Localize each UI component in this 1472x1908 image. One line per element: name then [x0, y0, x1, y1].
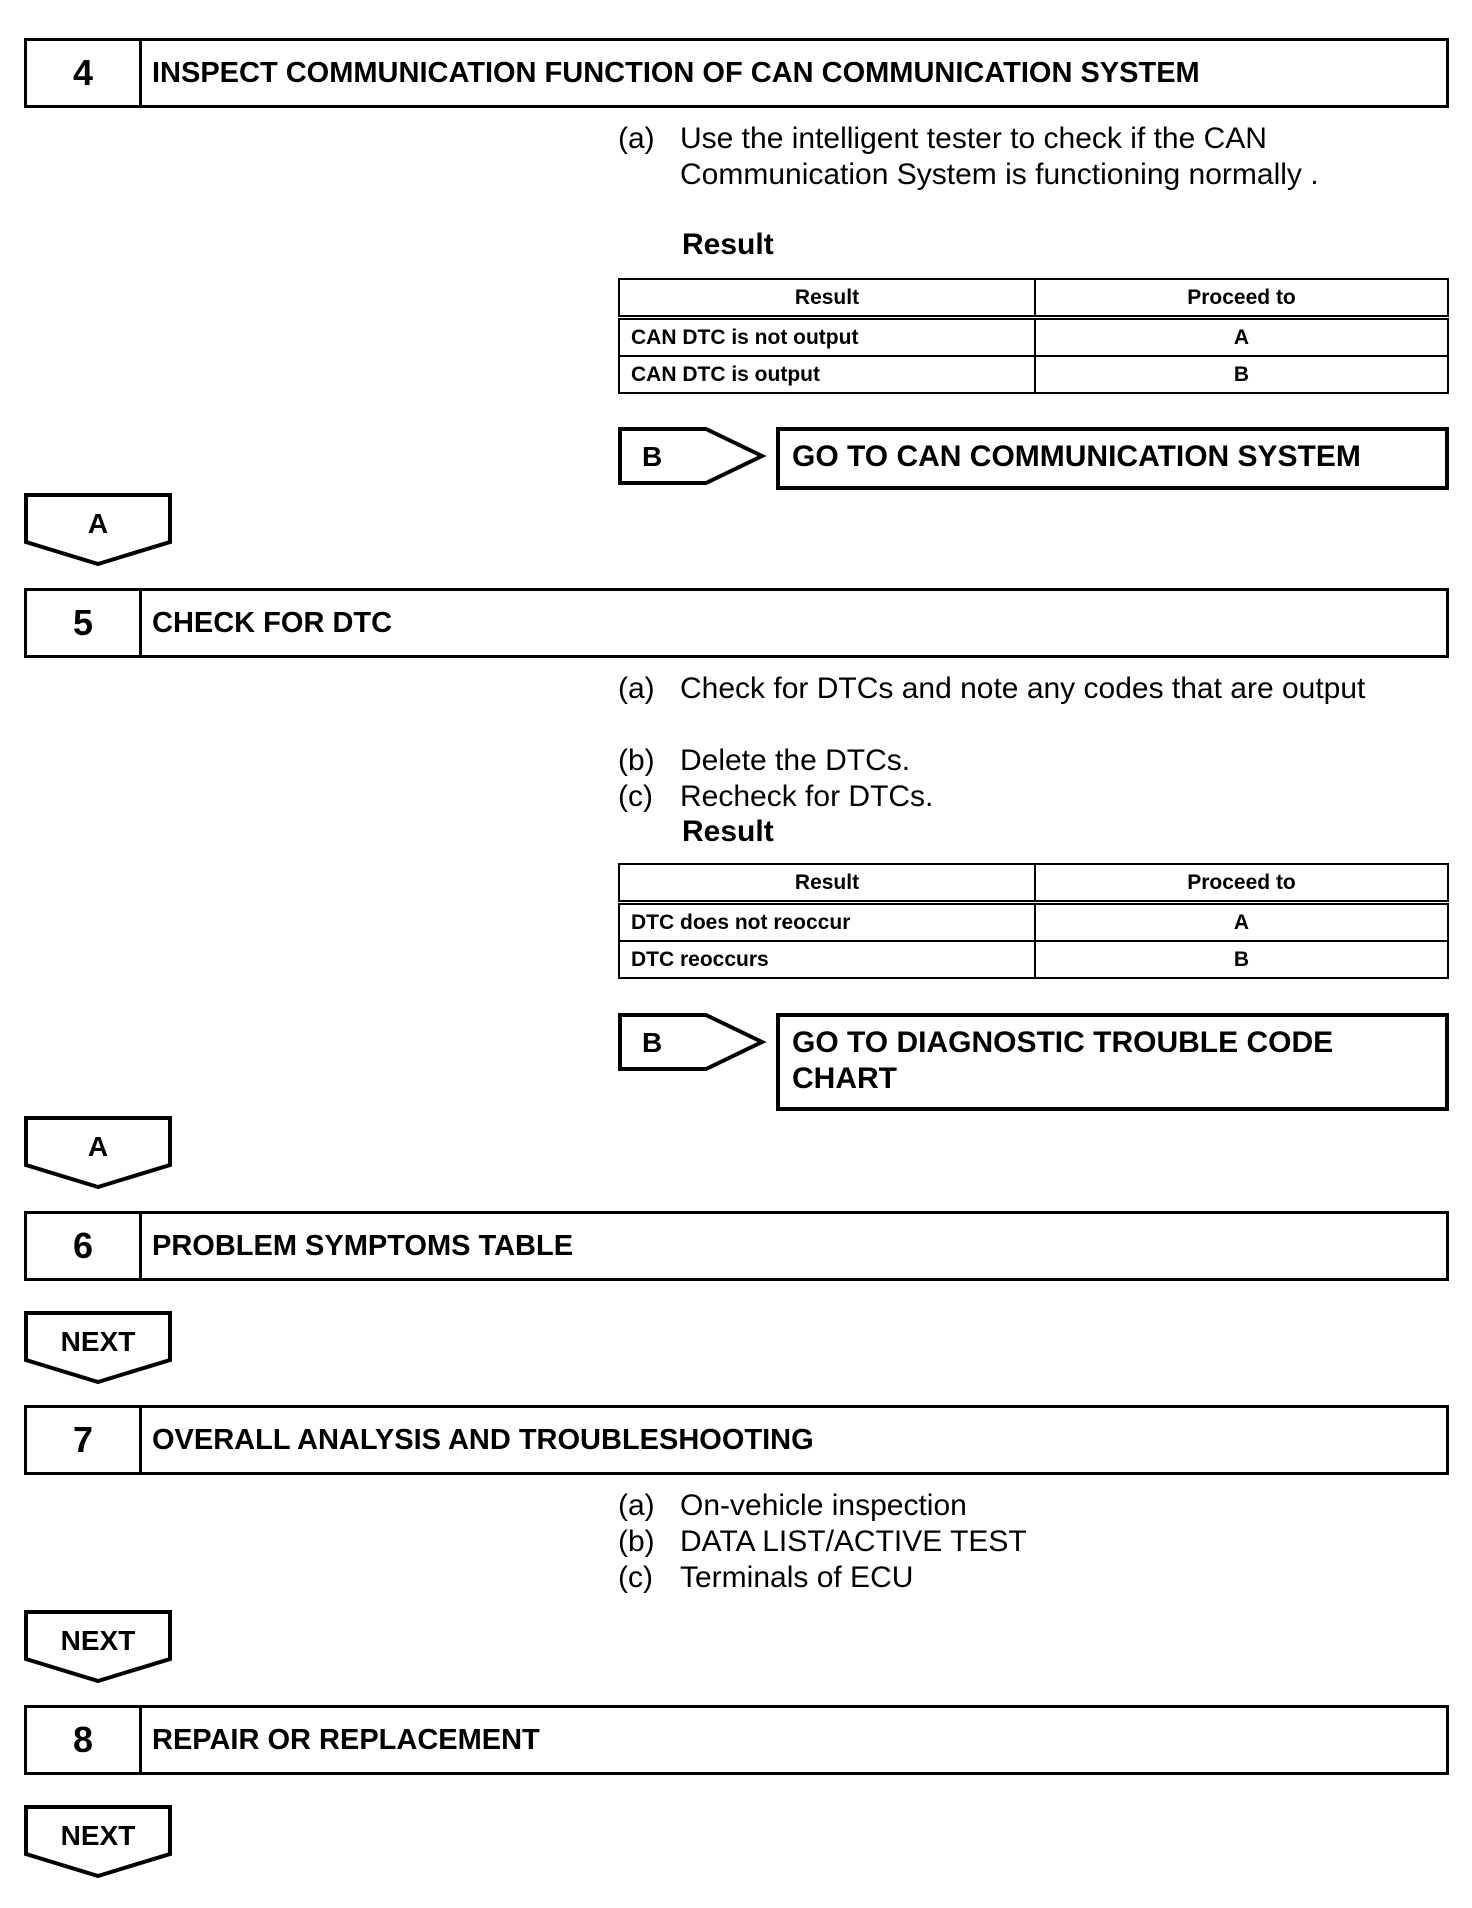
- step-title: CHECK FOR DTC: [152, 606, 393, 639]
- step-4-item-a: (a) Use the intelligent tester to check …: [618, 121, 1319, 193]
- result-table: Result Proceed to DTC does not reoccur A…: [618, 863, 1449, 979]
- step-5-item-a: (a) Check for DTCs and note any codes th…: [618, 671, 1365, 707]
- next-arrow[interactable]: NEXT: [24, 1805, 172, 1878]
- table-row: CAN DTC is output B: [618, 355, 1449, 394]
- step-title: REPAIR OR REPLACEMENT: [152, 1723, 540, 1756]
- item-text: Recheck for DTCs.: [680, 780, 934, 813]
- result-label: Result: [682, 228, 774, 261]
- table-cell: CAN DTC is output: [618, 355, 1036, 394]
- item-text-line2: Communication System is functioning norm…: [680, 158, 1319, 191]
- item-label: (c): [618, 780, 653, 813]
- next-a-arrow[interactable]: A: [24, 1116, 172, 1189]
- step-title: PROBLEM SYMPTOMS TABLE: [152, 1229, 574, 1262]
- step-6-header: 6 PROBLEM SYMPTOMS TABLE: [24, 1211, 1449, 1281]
- step-7-item-c: (c) Terminals of ECU: [618, 1560, 913, 1596]
- step-number: 8: [27, 1708, 142, 1772]
- goto-text-line2: CHART: [792, 1062, 897, 1095]
- table-cell: DTC does not reoccur: [618, 901, 1036, 942]
- next-a-arrow[interactable]: A: [24, 493, 172, 566]
- table-cell: A: [1034, 901, 1449, 942]
- table-cell: A: [1034, 316, 1449, 357]
- table-cell: B: [1034, 940, 1449, 979]
- table-header-row: Result Proceed to: [618, 278, 1449, 320]
- next-label: NEXT: [61, 1820, 136, 1851]
- step-number: 4: [27, 41, 142, 105]
- step-title: OVERALL ANALYSIS AND TROUBLESHOOTING: [152, 1423, 814, 1456]
- item-text: On-vehicle inspection: [680, 1489, 967, 1522]
- table-row: DTC reoccurs B: [618, 940, 1449, 979]
- branch-label: B: [642, 1027, 662, 1058]
- step-8-header: 8 REPAIR OR REPLACEMENT: [24, 1705, 1449, 1775]
- step-title: INSPECT COMMUNICATION FUNCTION OF CAN CO…: [152, 56, 1200, 89]
- step-5-item-b: (b) Delete the DTCs.: [618, 743, 910, 779]
- item-text: Delete the DTCs.: [680, 744, 911, 777]
- table-header: Result: [618, 278, 1036, 320]
- result-table: Result Proceed to CAN DTC is not output …: [618, 278, 1449, 394]
- item-text: Terminals of ECU: [680, 1561, 914, 1594]
- next-label: A: [88, 508, 108, 539]
- table-header: Proceed to: [1034, 863, 1449, 905]
- item-text: DATA LIST/ACTIVE TEST: [680, 1525, 1027, 1558]
- item-label: (b): [618, 1525, 655, 1558]
- item-label: (a): [618, 122, 655, 155]
- branch-b-arrow[interactable]: B: [618, 427, 768, 485]
- item-label: (c): [618, 1561, 653, 1594]
- step-5-header: 5 CHECK FOR DTC: [24, 588, 1449, 658]
- goto-dtc-chart-box[interactable]: GO TO DIAGNOSTIC TROUBLE CODE CHART: [776, 1013, 1449, 1111]
- step-7-item-a: (a) On-vehicle inspection: [618, 1488, 967, 1524]
- table-header: Result: [618, 863, 1036, 905]
- step-number: 7: [27, 1408, 142, 1472]
- branch-b-arrow[interactable]: B: [618, 1013, 768, 1071]
- step-5-item-c: (c) Recheck for DTCs.: [618, 779, 933, 815]
- item-text-line1: Use the intelligent tester to check if t…: [680, 122, 1267, 155]
- item-label: (a): [618, 672, 655, 705]
- table-header: Proceed to: [1034, 278, 1449, 320]
- table-cell: B: [1034, 355, 1449, 394]
- item-label: (b): [618, 744, 655, 777]
- next-label: NEXT: [61, 1625, 136, 1656]
- goto-can-communication-box[interactable]: GO TO CAN COMMUNICATION SYSTEM: [776, 427, 1449, 490]
- goto-text: GO TO CAN COMMUNICATION SYSTEM: [792, 440, 1361, 473]
- item-text: Use the intelligent tester to check if t…: [680, 121, 1319, 193]
- next-label: A: [88, 1131, 108, 1162]
- item-text: Check for DTCs and note any codes that a…: [680, 672, 1366, 705]
- table-cell: CAN DTC is not output: [618, 316, 1036, 357]
- next-arrow[interactable]: NEXT: [24, 1610, 172, 1683]
- table-row: CAN DTC is not output A: [618, 316, 1449, 357]
- result-label: Result: [682, 815, 774, 848]
- next-label: NEXT: [61, 1326, 136, 1357]
- table-cell: DTC reoccurs: [618, 940, 1036, 979]
- branch-label: B: [642, 441, 662, 472]
- goto-text-line1: GO TO DIAGNOSTIC TROUBLE CODE: [792, 1026, 1334, 1059]
- step-7-header: 7 OVERALL ANALYSIS AND TROUBLESHOOTING: [24, 1405, 1449, 1475]
- table-row: DTC does not reoccur A: [618, 901, 1449, 942]
- step-4-header: 4 INSPECT COMMUNICATION FUNCTION OF CAN …: [24, 38, 1449, 108]
- table-header-row: Result Proceed to: [618, 863, 1449, 905]
- step-7-item-b: (b) DATA LIST/ACTIVE TEST: [618, 1524, 1027, 1560]
- item-label: (a): [618, 1489, 655, 1522]
- step-number: 5: [27, 591, 142, 655]
- step-number: 6: [27, 1214, 142, 1278]
- next-arrow[interactable]: NEXT: [24, 1311, 172, 1384]
